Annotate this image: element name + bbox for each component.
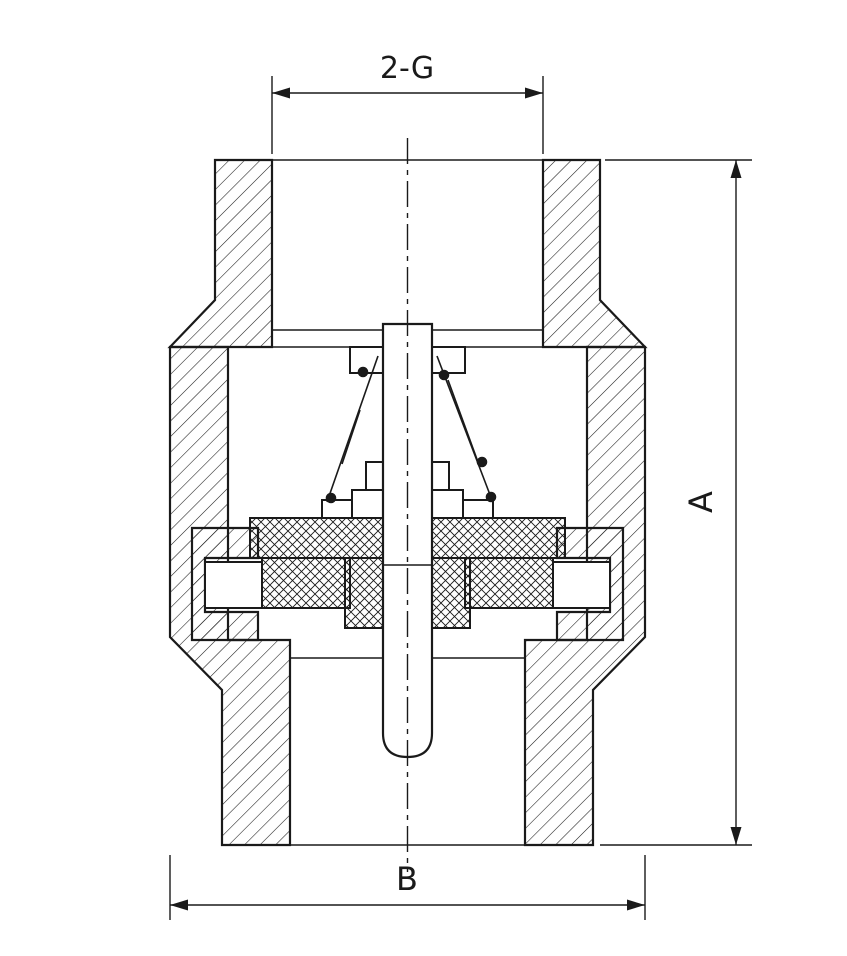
dimension-width: B [169, 855, 646, 920]
spring-left-coil-1 [326, 355, 379, 503]
spring-left-coil-2 [341, 409, 361, 465]
dim-arrow-left [170, 899, 188, 911]
spring-boss-right [462, 499, 494, 519]
spring-node-dot [485, 491, 497, 503]
spring-right-coil-2 [447, 379, 479, 463]
dim-label-height: A [682, 491, 720, 513]
disc-seal-right [464, 557, 554, 609]
disc-edge-tab-right [552, 561, 611, 609]
spring-boss-left [321, 499, 353, 519]
dim-arrow-up [730, 160, 742, 178]
body-top-right-wall [541, 158, 648, 349]
disc-seal-left [261, 557, 351, 609]
spring-node-dot [325, 492, 337, 504]
disc-edge-tab-left [204, 561, 263, 609]
dim-arrow-right [525, 87, 543, 99]
spring-node-dot [357, 366, 369, 378]
dim-label-top-port: 2-G [380, 51, 434, 86]
body-top-left-wall [167, 158, 274, 349]
dim-arrow-left [272, 87, 290, 99]
dimension-height: A [600, 159, 752, 846]
dim-arrow-down [730, 827, 742, 845]
spring-right-coil-1 [436, 355, 493, 501]
dimension-top-port: 2-G [271, 51, 544, 154]
dim-arrow-right [627, 899, 645, 911]
spring-group [325, 355, 497, 504]
dim-label-width: B [396, 860, 418, 898]
spring-node-dot [476, 456, 488, 468]
spring-node-dot [438, 369, 450, 381]
